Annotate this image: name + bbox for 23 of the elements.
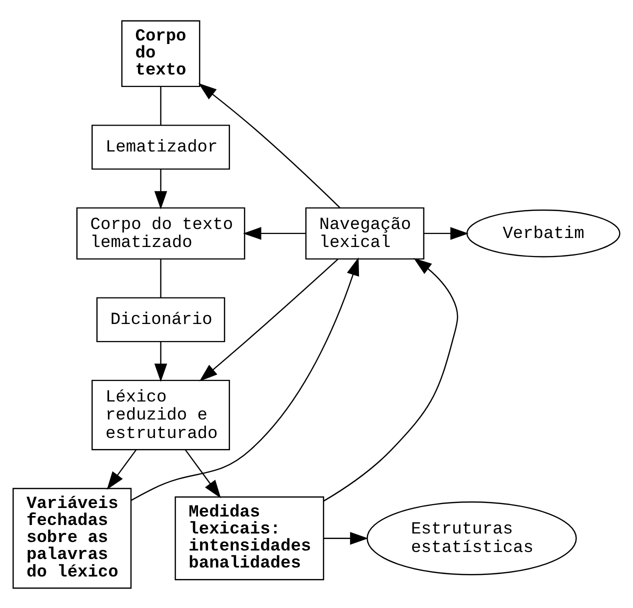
node-box: Variáveis fechadas sobre as palavras do léxico (12, 487, 132, 588)
arrow (130, 256, 360, 500)
node-box: Léxico reduzido e estruturado (92, 379, 230, 450)
connector (160, 258, 162, 298)
arrow (106, 449, 137, 490)
arrow (199, 258, 338, 381)
node-ellipse: Verbatim (466, 209, 620, 257)
node-box: Medidas lexicais: intensidades banalidades (174, 496, 324, 580)
arrow (324, 531, 368, 544)
arrow (323, 257, 458, 502)
node-ellipse: Estruturas estatísticas (366, 500, 577, 575)
arrow (243, 226, 306, 240)
arrow (184, 449, 221, 498)
node-box: Navegação lexical (305, 206, 424, 260)
arrow (154, 168, 168, 209)
connector (160, 86, 162, 125)
node-box: Lematizador (92, 124, 230, 170)
node-box: Corpo do texto lematizado (76, 206, 246, 260)
arrow (154, 341, 168, 382)
node-box: Dicionário (96, 296, 226, 342)
arrow (198, 82, 340, 208)
node-box: Corpo do texto (121, 20, 200, 87)
arrow (424, 226, 469, 240)
